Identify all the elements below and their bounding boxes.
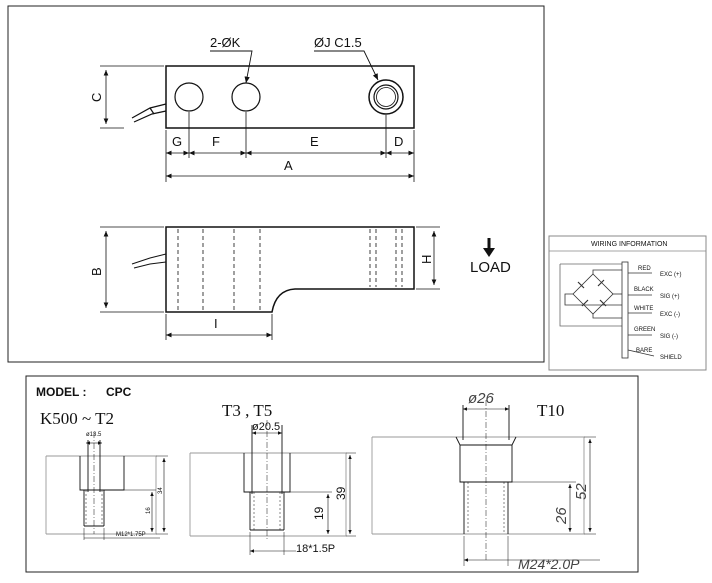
wire-signal-red: EXC (+) (660, 272, 682, 278)
wire-color-green: GREEN (634, 327, 655, 333)
section-2-drawing (189, 420, 356, 555)
section-1-thread: M12*1.75P (116, 532, 146, 538)
wire-color-black: BLACK (634, 287, 654, 293)
bridge-icon (559, 261, 655, 359)
hole-left-icon (174, 82, 204, 112)
section-1-diameter: ø13.5 (86, 432, 102, 438)
dim-h-label: H (419, 255, 434, 264)
top-view (131, 65, 415, 129)
section-3-height-thread: 26 (553, 507, 570, 525)
section-2-thread: 18*1.5P (296, 543, 335, 555)
side-view-body (165, 226, 415, 313)
dim-c-label: C (89, 93, 104, 102)
top-view-body (165, 65, 415, 129)
side-cable-icon (131, 253, 167, 269)
load-arrow-icon (483, 238, 495, 257)
wiring-title: WIRING INFORMATION (591, 241, 667, 248)
side-view (131, 226, 415, 313)
dim-f-label: F (212, 134, 220, 149)
dim-g-label: G (172, 134, 182, 149)
section-2-diameter: ø20.5 (252, 421, 280, 433)
counterbore-outer-icon (368, 79, 404, 115)
cable-icon (131, 103, 167, 123)
dim-d-label: D (394, 134, 403, 149)
model-name: CPC (106, 385, 132, 399)
wire-signal-bare: SHIELD (660, 355, 682, 361)
hole-callout: 2-ØK (210, 35, 241, 50)
wire-signal-black: SIG (+) (660, 294, 680, 300)
section-3-title: T10 (537, 401, 564, 420)
model-prefix: MODEL : (36, 385, 86, 399)
wire-signal-green: SIG (-) (660, 334, 678, 340)
wire-color-red: RED (638, 266, 651, 272)
wire-color-bare: BARE (636, 348, 652, 354)
dim-i-label: I (214, 316, 218, 331)
section-2-height-total: 39 (334, 486, 348, 500)
hole-middle-icon (231, 82, 261, 112)
counterbore-callout: ØJ C1.5 (314, 35, 362, 50)
dim-e-label: E (310, 134, 319, 149)
section-1-height-total: 34 (158, 487, 164, 494)
section-3-drawing (371, 400, 600, 566)
dim-b-label: B (89, 267, 104, 276)
section-1-height-thread: 16 (146, 507, 152, 514)
wire-color-white: WHITE (634, 306, 653, 312)
section-2-title: T3 , T5 (222, 401, 272, 420)
dim-a-label: A (284, 158, 293, 173)
section-2-height-thread: 19 (312, 506, 326, 520)
wire-signal-white: EXC (-) (660, 312, 680, 318)
counterbore-inner-icon (373, 84, 399, 110)
section-1-drawing (45, 432, 168, 540)
top-drawing-frame (7, 5, 545, 363)
section-1-title: K500 ~ T2 (40, 409, 114, 428)
section-3-thread: M24*2.0P (518, 556, 580, 572)
section-3-height-total: 52 (573, 483, 590, 500)
load-label: LOAD (470, 259, 511, 276)
section-3-diameter: ø26 (468, 390, 495, 407)
